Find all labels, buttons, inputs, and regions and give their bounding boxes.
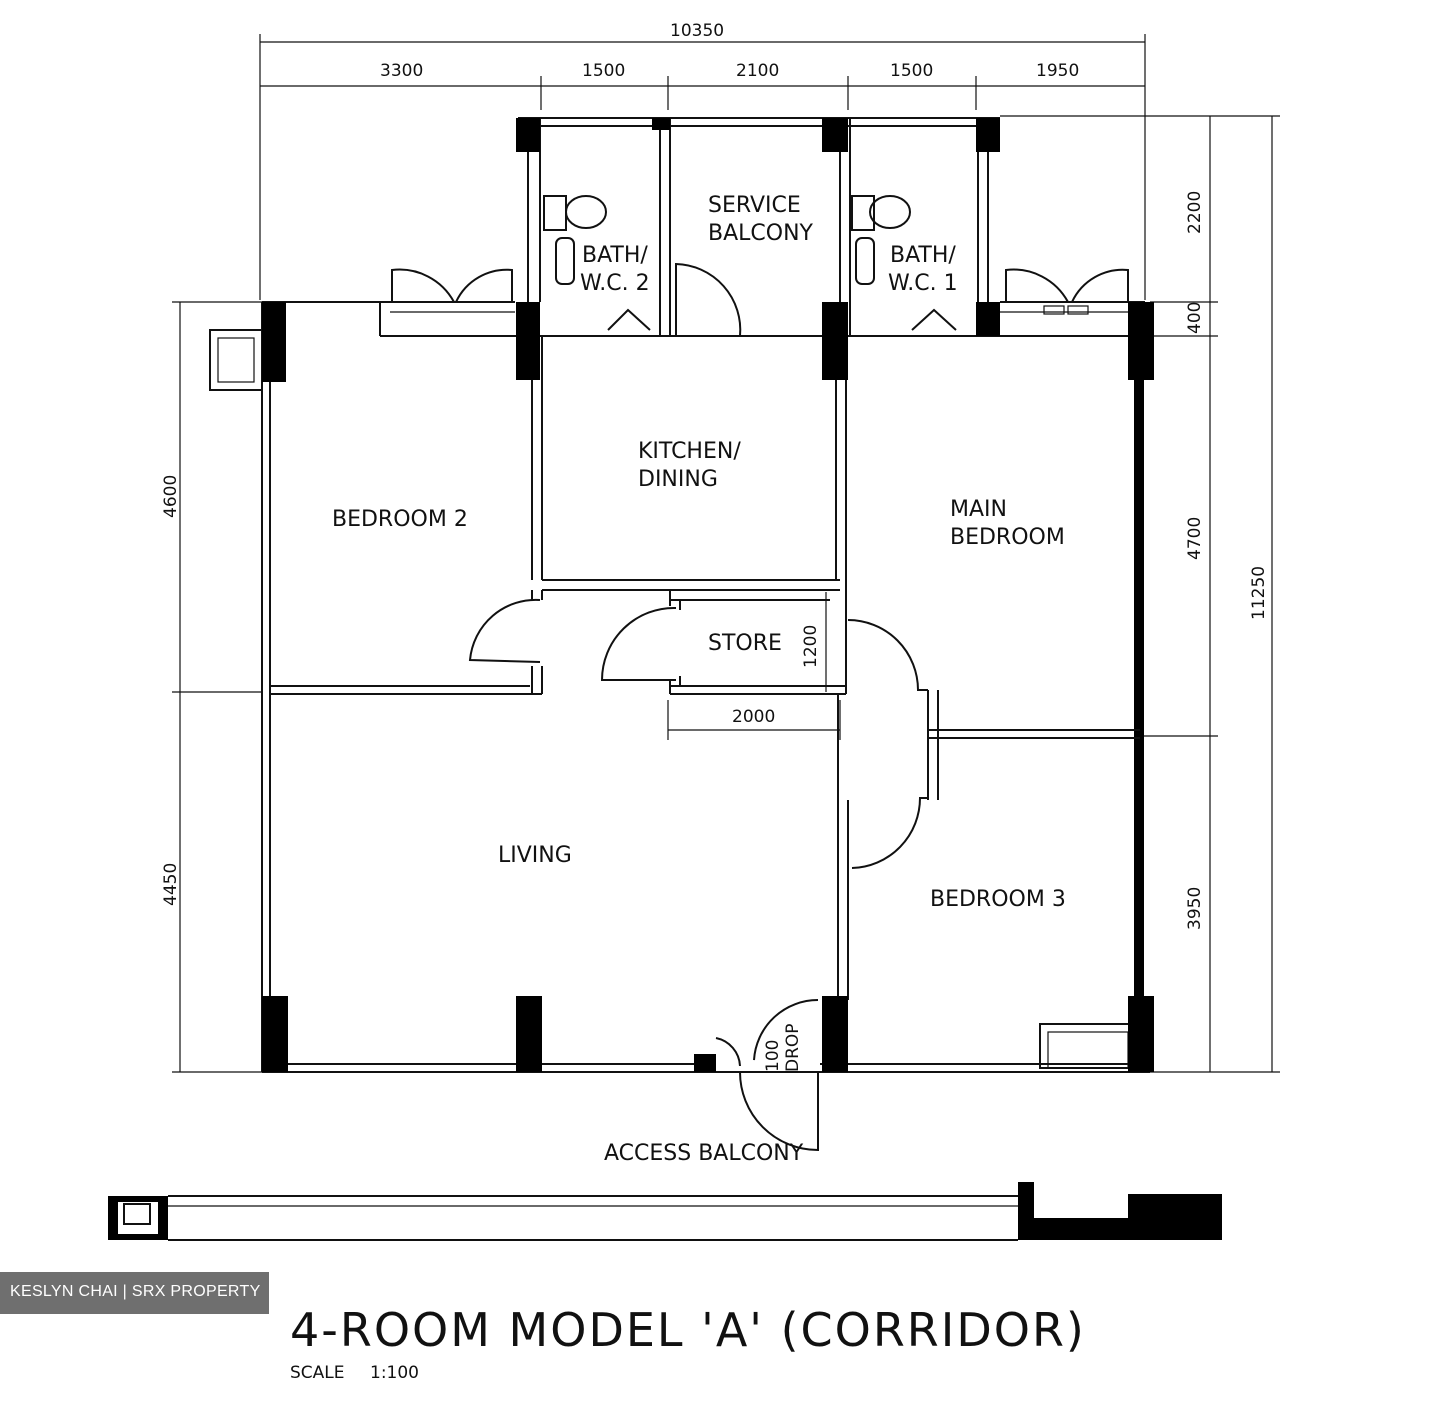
- room-labels: BATH/ W.C. 2 SERVICE BALCONY BATH/ W.C. …: [332, 193, 1066, 1166]
- service-balcony-label-line1: SERVICE: [708, 193, 801, 218]
- bath1-label-line1: BATH/: [890, 243, 956, 268]
- refuse-chute-label-line2: DROP: [783, 1023, 803, 1072]
- main-bedroom-label-line2: BEDROOM: [950, 525, 1065, 550]
- dim-seg5: 1950: [1036, 61, 1079, 81]
- living-label: LIVING: [498, 843, 572, 868]
- dimension-lines: [172, 34, 1280, 1073]
- bedroom3-label: BEDROOM 3: [930, 887, 1066, 912]
- dim-seg4: 1500: [890, 61, 933, 81]
- dim-store-height: 1200: [801, 625, 821, 668]
- structural-columns: [262, 118, 1154, 1072]
- dim-seg2: 1500: [582, 61, 625, 81]
- plan-title: 4-ROOM MODEL 'A' (CORRIDOR): [290, 1303, 1086, 1357]
- access-corridor: [108, 1182, 1222, 1241]
- dim-right-small: 400: [1185, 302, 1205, 334]
- service-balcony-label-line2: BALCONY: [708, 221, 814, 246]
- dim-store-width: 2000: [732, 707, 775, 727]
- bedroom2-label: BEDROOM 2: [332, 507, 468, 532]
- door-swings: [391, 195, 1129, 1152]
- bath2-label-line1: BATH/: [582, 243, 648, 268]
- store-label: STORE: [708, 631, 782, 656]
- dimension-labels: 10350 3300 1500 2100 1500 1950 4600 4450…: [161, 21, 1269, 930]
- kitchen-label-line2: DINING: [638, 467, 718, 492]
- dim-seg3: 2100: [736, 61, 779, 81]
- main-bedroom-label-line1: MAIN: [950, 497, 1007, 522]
- dim-right-top: 2200: [1185, 191, 1205, 234]
- bath1-label-line2: W.C. 1: [888, 271, 958, 296]
- dim-right-lower: 3950: [1185, 887, 1205, 930]
- dim-seg1: 3300: [380, 61, 423, 81]
- kitchen-label-line1: KITCHEN/: [638, 439, 741, 464]
- dim-overall-width: 10350: [670, 21, 724, 41]
- bath2-label-line2: W.C. 2: [580, 271, 650, 296]
- dim-left-upper: 4600: [161, 475, 181, 518]
- scale-value: 1:100: [370, 1363, 419, 1383]
- dim-right-mid: 4700: [1185, 517, 1205, 560]
- walls: [209, 117, 1150, 1073]
- dim-left-lower: 4450: [161, 863, 181, 906]
- scale-label: SCALE: [290, 1363, 345, 1383]
- dim-overall-height: 11250: [1249, 566, 1269, 620]
- refuse-chute-label-line1: 100: [763, 1040, 783, 1072]
- access-balcony-label: ACCESS BALCONY: [604, 1141, 804, 1166]
- watermark-banner: [0, 1272, 269, 1314]
- watermark-text: KESLYN CHAI | SRX PROPERTY: [10, 1283, 261, 1300]
